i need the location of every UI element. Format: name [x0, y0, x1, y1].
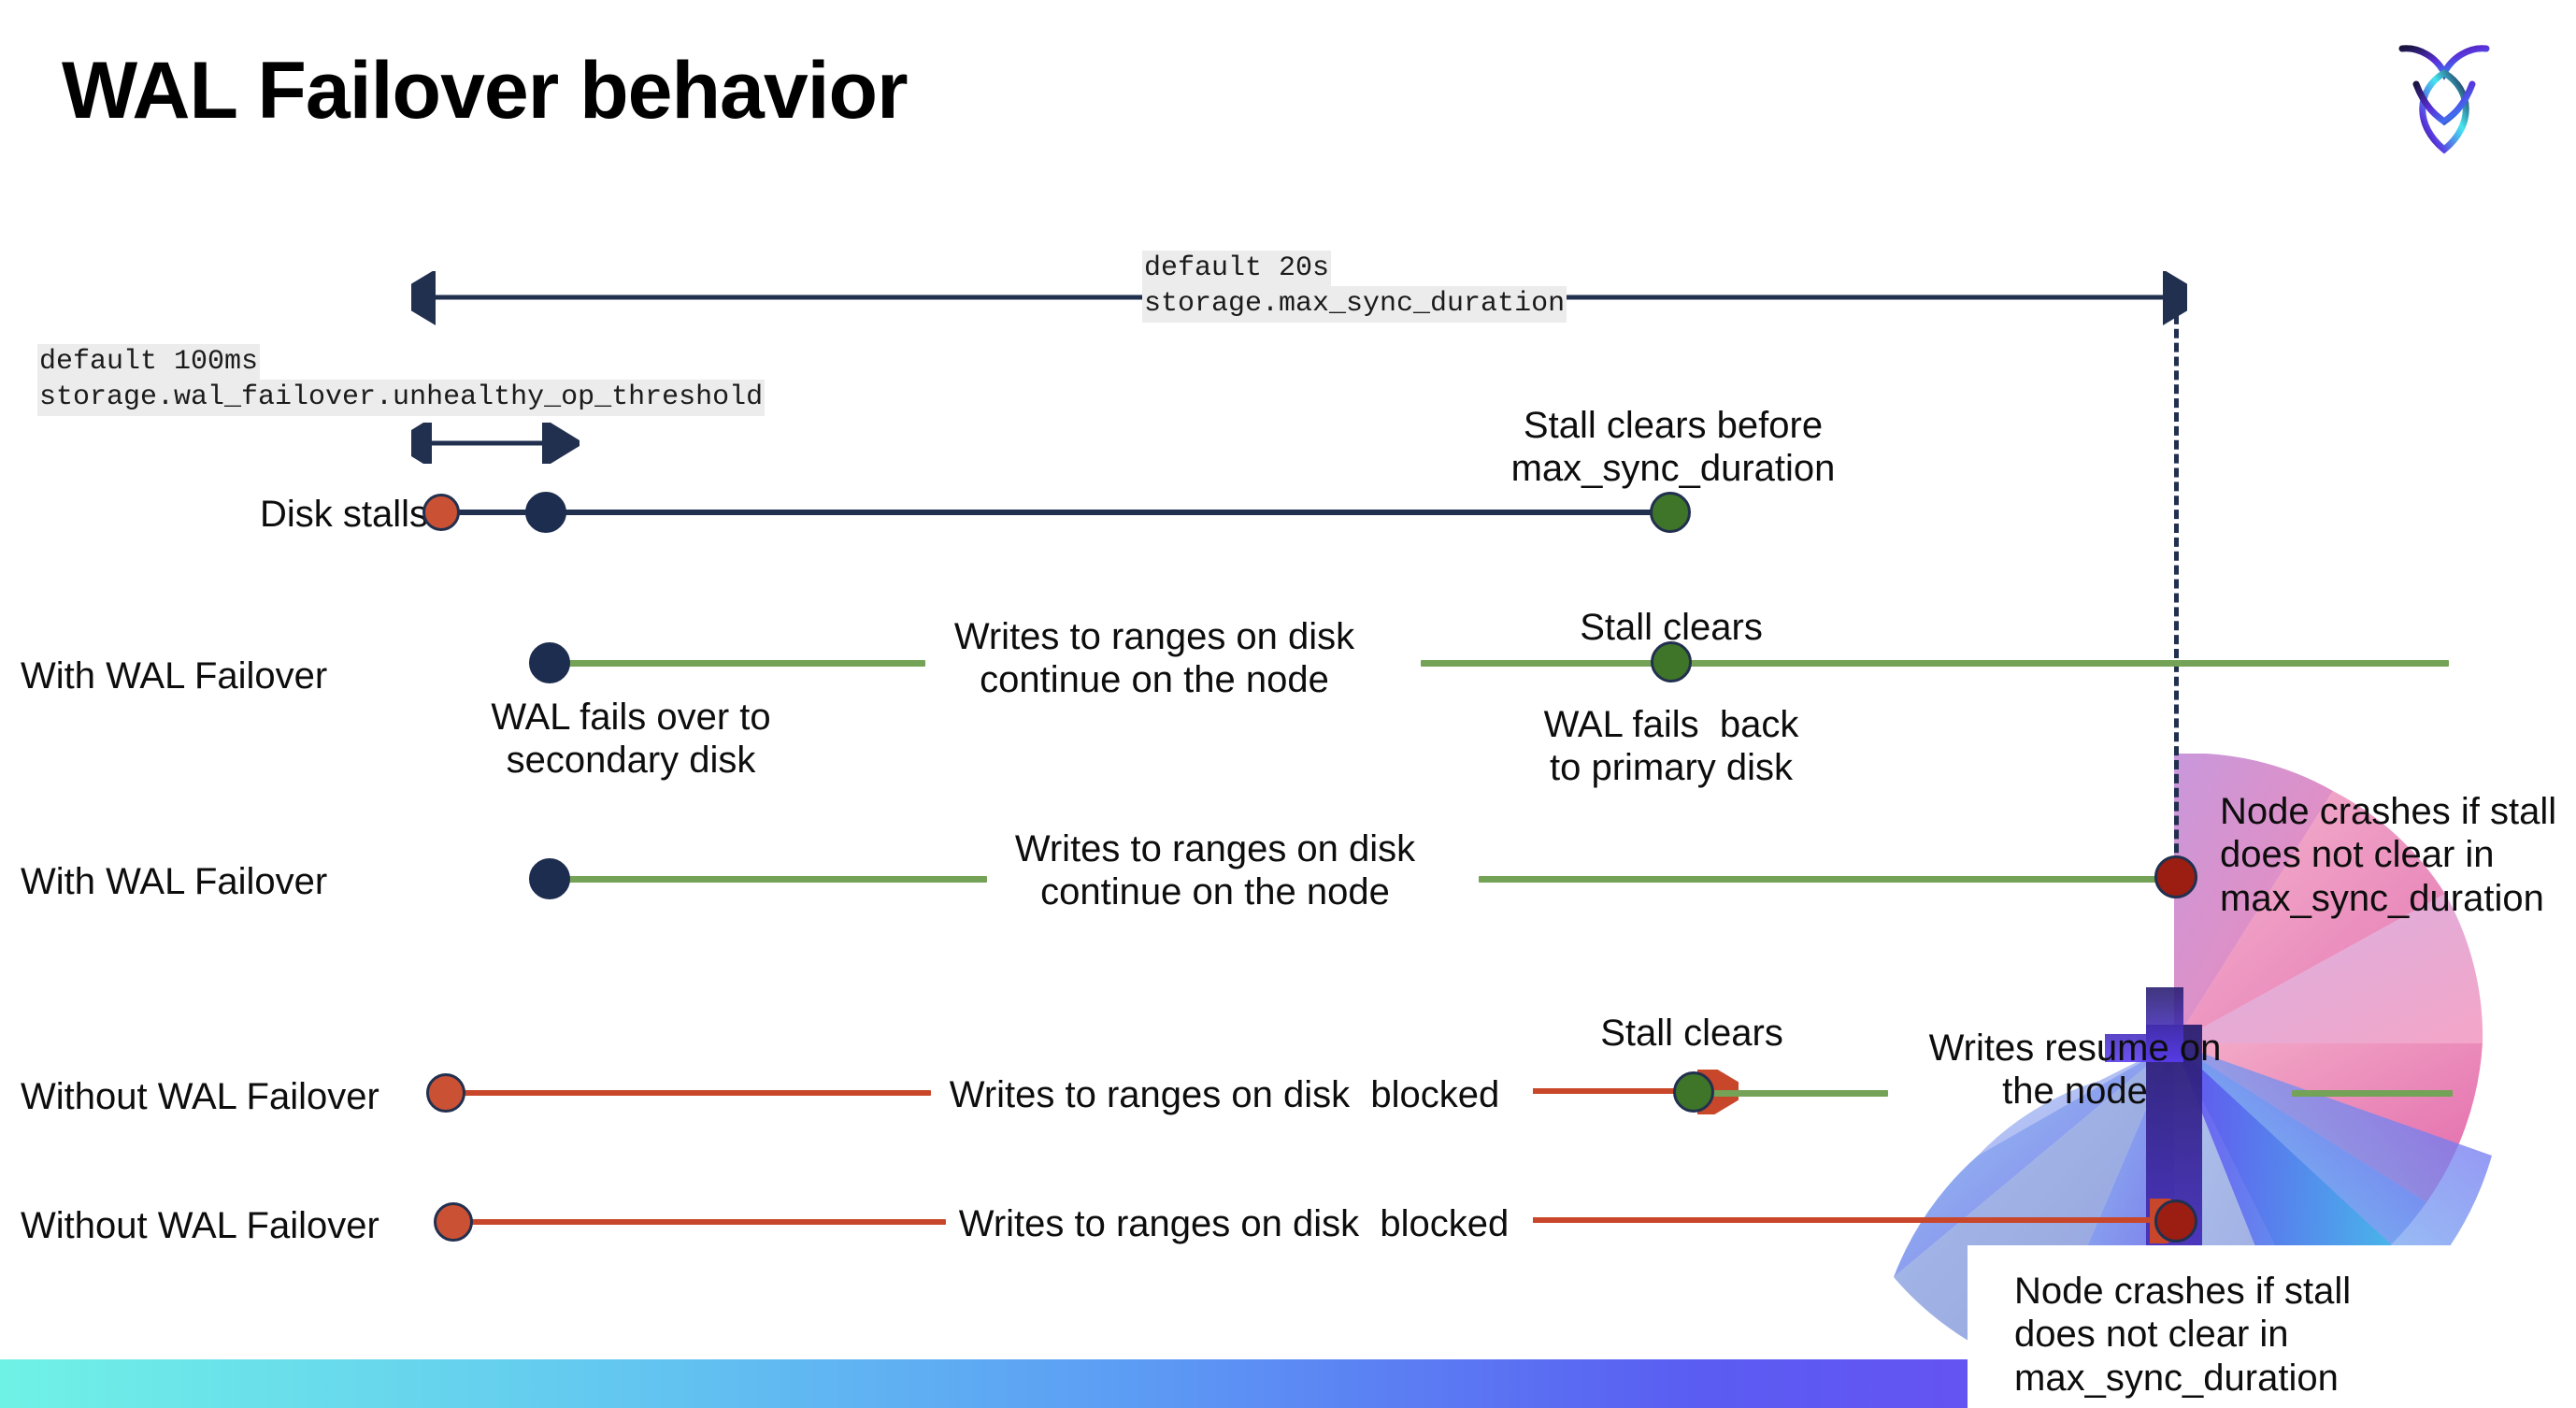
callout-writes-continue-2: Writes to ranges on disk continue on the…	[1014, 828, 1416, 913]
unhealthy-default-text: default 100ms	[37, 344, 261, 381]
callout-writes-blocked-2: Writes to ranges on disk blocked	[958, 1203, 1510, 1244]
row-label-without-wal-failover-1: Without WAL Failover	[21, 1076, 379, 1117]
callout-stall-clears-before: Stall clears before max_sync_duration	[1510, 405, 1836, 490]
callout-stall-clears-2: Stall clears	[1600, 1013, 1783, 1054]
wal-failover-recovered-segment	[1421, 660, 2449, 667]
wal-failover-secondary-segment	[540, 660, 925, 667]
row-label-with-wal-failover-2: With WAL Failover	[21, 861, 328, 902]
callout-wal-fails-over: WAL fails over to secondary disk	[491, 697, 771, 782]
wal-failover-start-dot	[529, 642, 570, 683]
row-label-with-wal-failover-1: With WAL Failover	[21, 655, 328, 697]
without-failover-resumed-segment-a	[1701, 1090, 1888, 1097]
wal-failover-stall-clears-dot	[1651, 641, 1692, 682]
without-failover-blocked-segment-a	[454, 1090, 931, 1096]
unhealthy-setting-text: storage.wal_failover.unhealthy_op_thresh…	[37, 380, 766, 416]
without-failover-stall-start-dot-2	[434, 1202, 473, 1242]
row-label-without-wal-failover-2: Without WAL Failover	[21, 1205, 379, 1246]
disk-stalls-timeline	[439, 510, 1682, 515]
without-failover-stall-start-dot-1	[426, 1073, 465, 1113]
max-sync-duration-dropline	[2174, 301, 2179, 881]
without-failover-stall-clears-dot	[1673, 1071, 1714, 1113]
wal-failover-crash-segment-b	[1479, 876, 2183, 883]
without-failover-blocked-arrow-1	[1533, 1070, 1739, 1114]
callout-node-crashes-1: Node crashes if stall does not clear in …	[2220, 791, 2557, 919]
crash-note-card	[1968, 1245, 2576, 1408]
without-failover-blocked-arrow-2	[1533, 1199, 2187, 1243]
callout-writes-resume: Writes resume on the node	[1928, 1027, 2222, 1113]
unhealthy-threshold-annotation: default 100ms storage.wal_failover.unhea…	[37, 344, 766, 416]
cockroachdb-logo-icon	[2398, 45, 2490, 156]
row-label-disk-stalls: Disk stalls	[259, 494, 428, 535]
without-failover-blocked-segment-b	[462, 1219, 946, 1225]
disk-stall-start-dot	[422, 494, 460, 531]
callout-stall-clears-1: Stall clears	[1580, 607, 1763, 648]
max-sync-default-text: default 20s	[1142, 251, 1332, 287]
max-sync-duration-annotation: default 20s storage.max_sync_duration	[1142, 251, 1567, 323]
callout-writes-blocked-1: Writes to ranges on disk blocked	[949, 1074, 1500, 1115]
max-sync-setting-text: storage.max_sync_duration	[1142, 286, 1567, 323]
page-title: WAL Failover behavior	[62, 46, 909, 136]
wal-failover-node-crash-dot	[2154, 855, 2197, 898]
wal-failover-crash-start-dot	[529, 858, 570, 899]
wal-failover-crash-segment-a	[540, 876, 987, 883]
callout-wal-fails-back: WAL fails back to primary disk	[1543, 704, 1799, 789]
disk-stall-clears-dot	[1650, 492, 1691, 533]
disk-stall-detected-dot	[525, 492, 566, 533]
unhealthy-threshold-span-arrow	[411, 423, 580, 464]
callout-writes-continue-1: Writes to ranges on disk continue on the…	[953, 616, 1355, 701]
without-failover-node-crash-dot	[2154, 1200, 2197, 1243]
callout-node-crashes-2: Node crashes if stall does not clear in …	[2014, 1271, 2352, 1399]
without-failover-resumed-segment-b	[2292, 1090, 2453, 1097]
